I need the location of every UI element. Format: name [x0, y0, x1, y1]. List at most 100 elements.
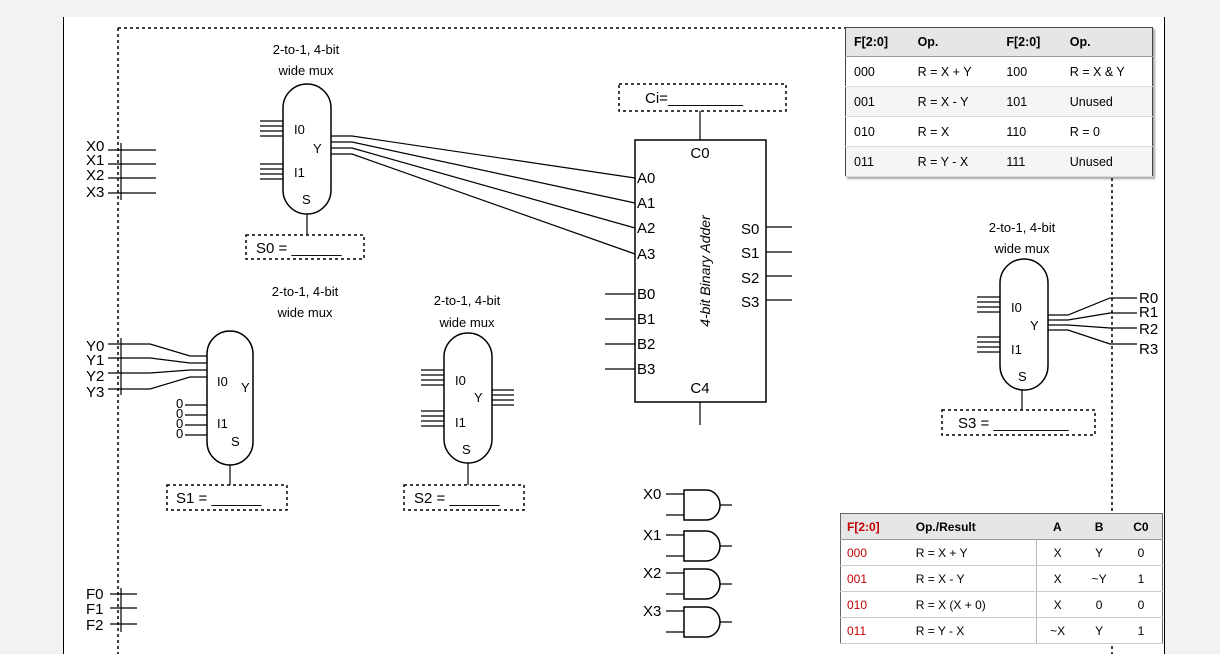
cell: 1	[1119, 617, 1163, 644]
y1-label: Y1	[86, 352, 104, 369]
table-row: 001 R = X - Y X ~Y 1	[840, 565, 1163, 592]
adder-body	[634, 139, 767, 403]
cell: 0	[1078, 591, 1120, 618]
s0-select-label: S0 = ______	[256, 240, 342, 257]
cell: 010	[845, 116, 910, 147]
zero-const-1: 0	[176, 406, 183, 421]
s2-select-box[interactable]: S2 = ______	[403, 484, 525, 511]
s3-select-label: S3 = _________	[958, 415, 1069, 432]
table-row: 011 R = Y - X ~X Y 1	[840, 617, 1163, 644]
r2-label: R2	[1139, 321, 1158, 338]
s0-select-box[interactable]: S0 = ______	[245, 234, 365, 260]
cell: Unused	[1061, 146, 1153, 177]
mux-x-title-2: wide mux	[278, 63, 334, 78]
mux-b-i0: I0	[455, 373, 466, 388]
table-row: 011 R = Y - X 111 Unused	[845, 146, 1153, 177]
mux-y-y: Y	[241, 380, 250, 395]
header-op-result: Op./Result	[909, 513, 1037, 540]
adder-b3: B3	[637, 361, 655, 378]
cell: 010	[840, 591, 910, 618]
cell: 100	[998, 56, 1062, 87]
ci-select-box[interactable]: Ci=_________	[618, 83, 787, 112]
mux-r-title-2: wide mux	[994, 241, 1050, 256]
mux-x-y: Y	[313, 141, 322, 156]
cell: 111	[998, 146, 1062, 177]
x-input-labels: X0 X1 X2 X3	[86, 138, 156, 201]
cell: 0	[1119, 591, 1163, 618]
r0-label: R0	[1139, 290, 1158, 307]
and-gate-0: X0	[643, 486, 732, 521]
table-row: 010 R = X 110 R = 0	[845, 116, 1153, 147]
r1-label: R1	[1139, 304, 1158, 321]
cell: 0	[1119, 539, 1163, 566]
cell: 001	[840, 565, 910, 592]
adder-b0: B0	[637, 286, 655, 303]
cell: R = X + Y	[909, 539, 1037, 566]
cell: R = X - Y	[909, 565, 1037, 592]
x2-label: X2	[86, 167, 104, 184]
cell: X	[1036, 591, 1079, 618]
and-gate-3: X3	[643, 603, 732, 638]
header-f-2: F[2:0]	[998, 27, 1062, 57]
s1-select-label: S1 = ______	[176, 490, 262, 507]
y2-label: Y2	[86, 368, 104, 385]
cell: ~X	[1036, 617, 1079, 644]
adder-title: 4-bit Binary Adder	[697, 214, 713, 327]
cell: 011	[840, 617, 910, 644]
result-table: F[2:0] Op./Result A B C0 000 R = X + Y X…	[840, 513, 1163, 644]
mux-y-title-1: 2-to-1, 4-bit	[272, 284, 339, 299]
table-row: 010 R = X (X + 0) X 0 0	[840, 591, 1163, 618]
gate-0-input: X0	[643, 486, 661, 503]
cell: R = X & Y	[1061, 56, 1153, 87]
table-row: 000 R = X + Y X Y 0	[840, 539, 1163, 566]
cell: 011	[845, 146, 910, 177]
cell: 001	[845, 86, 910, 117]
adder-b2: B2	[637, 336, 655, 353]
header-op-1: Op.	[909, 27, 999, 57]
adder-c0: C0	[690, 145, 709, 162]
s1-select-box[interactable]: S1 = ______	[166, 484, 288, 511]
cell: ~Y	[1078, 565, 1120, 592]
adder-c4: C4	[690, 380, 709, 397]
mux-r-i1: I1	[1011, 342, 1022, 357]
mux-y-s: S	[231, 434, 240, 449]
cell: Unused	[1061, 86, 1153, 117]
zero-const-3: 0	[176, 426, 183, 441]
y3-label: Y3	[86, 384, 104, 401]
gate-1-input: X1	[643, 527, 661, 544]
adder-s2: S2	[741, 270, 759, 287]
cell: 000	[840, 539, 910, 566]
mux-y-i0: I0	[217, 374, 228, 389]
mux-r-title-1: 2-to-1, 4-bit	[989, 220, 1056, 235]
r3-label: R3	[1139, 341, 1158, 358]
gate-3-input: X3	[643, 603, 661, 620]
header-f-1: F[2:0]	[845, 27, 910, 57]
cell: Y	[1078, 617, 1120, 644]
cell: 101	[998, 86, 1062, 117]
mux-y-title-2: wide mux	[277, 305, 333, 320]
mux-b-y: Y	[474, 390, 483, 405]
operation-table: F[2:0] Op. F[2:0] Op. 000 R = X + Y 100 …	[845, 27, 1153, 177]
mux-y: 2-to-1, 4-bit wide mux I0 I1 Y S 0 0 0 0	[176, 284, 339, 485]
mux-b-title-2: wide mux	[439, 315, 495, 330]
cell: R = X - Y	[909, 86, 999, 117]
header-b: B	[1078, 513, 1120, 540]
adder-a0: A0	[637, 170, 655, 187]
cell: R = Y - X	[909, 617, 1037, 644]
cell: R = X + Y	[909, 56, 999, 87]
mux-b: 2-to-1, 4-bit wide mux I0 I1 Y S	[421, 293, 514, 485]
cell: 1	[1119, 565, 1163, 592]
cell: X	[1036, 565, 1079, 592]
table-row: 001 R = X - Y 101 Unused	[845, 86, 1153, 117]
mux-b-i1: I1	[455, 415, 466, 430]
cell: R = X (X + 0)	[909, 591, 1037, 618]
cell: 110	[998, 116, 1062, 147]
zero-const-0: 0	[176, 396, 183, 411]
s3-select-box[interactable]: S3 = _________	[941, 409, 1096, 436]
adder-b1: B1	[637, 311, 655, 328]
mux-b-title-1: 2-to-1, 4-bit	[434, 293, 501, 308]
mux-r: 2-to-1, 4-bit wide mux I0 I1 Y S R0 R1 R…	[977, 220, 1158, 410]
adder-s3: S3	[741, 294, 759, 311]
result-table-header: F[2:0] Op./Result A B C0	[840, 513, 1163, 540]
mux-x: 2-to-1, 4-bit wide mux I0 I1 Y S	[260, 42, 636, 255]
